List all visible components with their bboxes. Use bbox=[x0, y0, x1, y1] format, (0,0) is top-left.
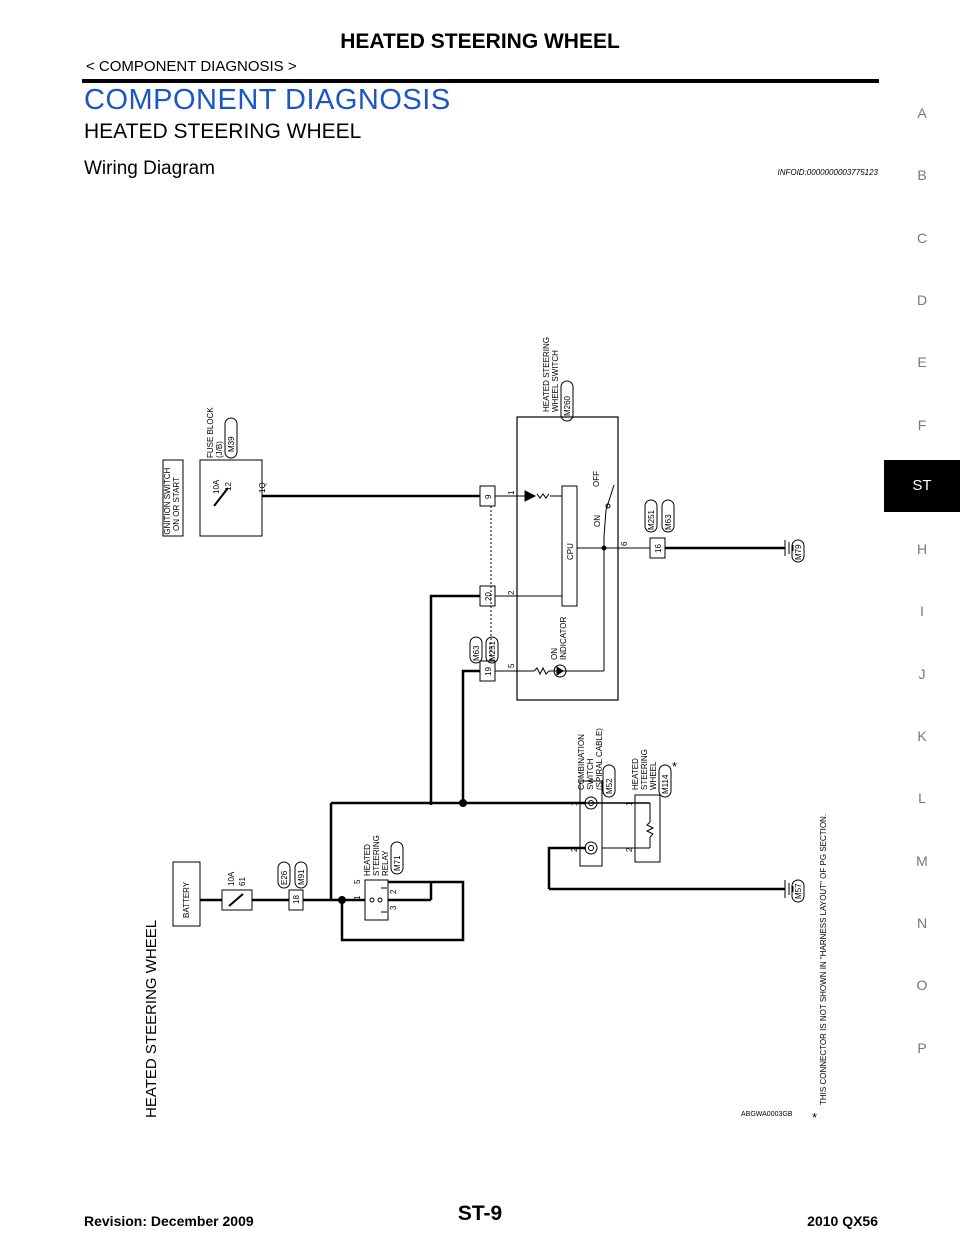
pin-19: 19 bbox=[484, 667, 493, 676]
battery-fuse-rating: 10A bbox=[227, 871, 236, 886]
hsw-switch-label: HEATED STEERING bbox=[542, 337, 551, 412]
ground-m79: M79 bbox=[794, 544, 803, 560]
section-tab-j[interactable]: J bbox=[918, 665, 926, 682]
vehicle-model: 2010 QX56 bbox=[807, 1213, 878, 1229]
diagram-heading: Wiring Diagram bbox=[84, 158, 215, 179]
switch-off-label: OFF bbox=[592, 471, 601, 487]
relay-pin-5: 5 bbox=[353, 879, 362, 884]
revision-date: Revision: December 2009 bbox=[84, 1213, 254, 1229]
switch-pin-1: 1 bbox=[507, 490, 516, 495]
heated-wheel-label-3: WHEEL bbox=[649, 761, 658, 790]
relay-label-2: STEERING bbox=[372, 835, 381, 876]
section-tab-st[interactable]: ST bbox=[884, 460, 960, 512]
cpu-label: CPU bbox=[566, 543, 575, 560]
footnote-star: * bbox=[812, 1110, 817, 1125]
section-tab-m[interactable]: M bbox=[916, 852, 928, 869]
section-tab-o[interactable]: O bbox=[916, 977, 928, 994]
footnote-star-marker: * bbox=[672, 759, 677, 774]
heated-wheel-label: HEATED bbox=[631, 758, 640, 790]
connector-m251-lower: M251 bbox=[488, 640, 497, 661]
wire-relay-to-pin20 bbox=[429, 594, 480, 805]
page-header-title: HEATED STEERING WHEEL bbox=[340, 30, 620, 53]
comb-pin-1: 1 bbox=[570, 801, 579, 806]
hsw-switch-connector: M260 bbox=[563, 395, 572, 416]
combination-switch-label-3: (SPIRAL CABLE) bbox=[595, 728, 604, 790]
ground-m57: M57 bbox=[794, 883, 803, 899]
section-tab-a[interactable]: A bbox=[917, 105, 927, 121]
section-tab-p[interactable]: P bbox=[917, 1039, 927, 1056]
harness-footnote: THIS CONNECTOR IS NOT SHOWN IN "HARNESS … bbox=[819, 814, 828, 1105]
section-title: COMPONENT DIAGNOSIS bbox=[84, 84, 451, 116]
comb-pin-2: 2 bbox=[570, 847, 579, 852]
header-divider bbox=[82, 79, 879, 83]
wheel-pin-2: 2 bbox=[625, 847, 634, 852]
connector-m251-upper: M251 bbox=[647, 509, 656, 530]
section-tab-n[interactable]: N bbox=[916, 914, 928, 931]
switch-pin-2: 2 bbox=[507, 590, 516, 595]
relay-pin-3: 3 bbox=[389, 905, 398, 910]
connector-m63-upper: M63 bbox=[664, 514, 673, 530]
relay-pin-1: 1 bbox=[353, 895, 362, 900]
connector-e26: E26 bbox=[280, 870, 289, 885]
heated-wheel-label-2: STEERING bbox=[640, 749, 649, 790]
heated-wheel-connector: M114 bbox=[661, 774, 670, 794]
section-tab-k[interactable]: K bbox=[917, 728, 927, 744]
on-indicator-label: ON bbox=[550, 648, 559, 660]
connector-m63-lower: M63 bbox=[472, 645, 481, 661]
battery-fuse-number: 61 bbox=[238, 877, 247, 886]
fuse-rating: 10A bbox=[212, 479, 221, 494]
combination-switch-label-2: SWITCH bbox=[586, 758, 595, 790]
section-tab-b[interactable]: B bbox=[917, 167, 927, 184]
ignition-switch-condition: ON OR START bbox=[172, 477, 181, 531]
info-id: INFOID:0000000003775123 bbox=[777, 168, 878, 177]
relay-label-3: RELAY bbox=[381, 850, 390, 876]
relay-pin-2: 2 bbox=[389, 889, 398, 894]
fuse-number: 12 bbox=[224, 482, 233, 491]
section-tab-e[interactable]: E bbox=[917, 354, 927, 371]
figure-id: ABGWA0003GB bbox=[741, 1111, 793, 1118]
switch-pin-6: 6 bbox=[620, 541, 629, 546]
wire-relay-to-pin19 bbox=[461, 669, 480, 803]
section-tab-f[interactable]: F bbox=[917, 416, 927, 433]
battery-label: BATTERY bbox=[182, 881, 191, 918]
section-tab-i[interactable]: I bbox=[920, 603, 924, 620]
combination-switch-connector: M52 bbox=[605, 778, 614, 794]
connector-m91: M91 bbox=[297, 869, 306, 885]
pin-18: 18 bbox=[292, 895, 301, 904]
section-tab-c[interactable]: C bbox=[916, 229, 928, 246]
fuse-block-label: FUSE BLOCK bbox=[206, 407, 215, 458]
combination-switch-label: COMBINATION bbox=[577, 734, 586, 790]
fuse-block-jb: (J/B) bbox=[215, 441, 224, 458]
ignition-switch-label: IGNITION SWITCH bbox=[163, 467, 172, 537]
section-subtitle: HEATED STEERING WHEEL bbox=[84, 120, 362, 143]
pin-20: 20 bbox=[484, 592, 493, 601]
fuse-block-connector: M39 bbox=[227, 436, 236, 452]
pin-1q: 1Q bbox=[258, 482, 267, 493]
diagram-vertical-title: HEATED STEERING WHEEL bbox=[143, 920, 160, 1118]
pin-16: 16 bbox=[654, 544, 663, 553]
switch-pin-5: 5 bbox=[507, 663, 516, 668]
switch-on-label: ON bbox=[593, 515, 602, 527]
section-tab-l[interactable]: L bbox=[918, 790, 926, 807]
pin-9: 9 bbox=[484, 494, 493, 499]
wheel-pin-1: 1 bbox=[625, 801, 634, 806]
hsw-switch-label-2: WHEEL SWITCH bbox=[551, 350, 560, 412]
relay-label: HEATED bbox=[363, 844, 372, 876]
on-indicator-label-2: INDICATOR bbox=[559, 617, 568, 660]
relay-connector: M71 bbox=[393, 855, 402, 871]
breadcrumb: < COMPONENT DIAGNOSIS > bbox=[86, 58, 297, 75]
section-tab-h[interactable]: H bbox=[916, 541, 928, 558]
page-number: ST-9 bbox=[457, 1202, 503, 1225]
section-tab-d[interactable]: D bbox=[916, 291, 928, 308]
